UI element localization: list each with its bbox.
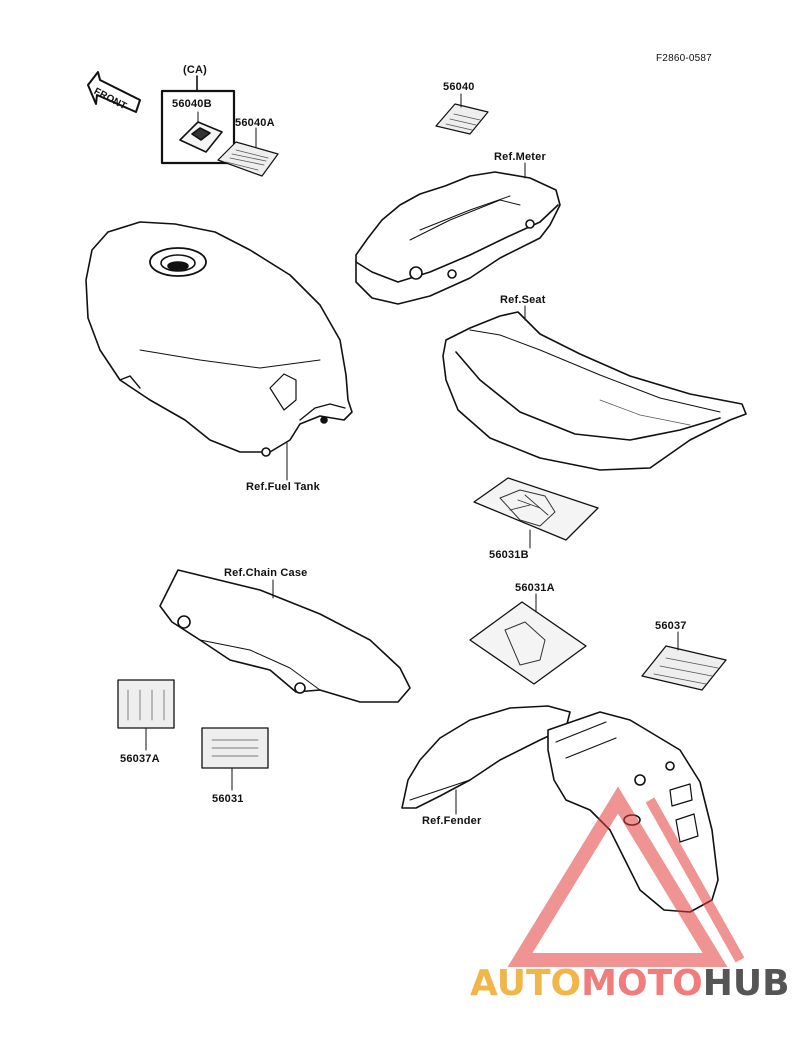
label-56037: 56037: [655, 620, 687, 632]
label-ref-chain-case: Ref.Chain Case: [224, 567, 308, 579]
sticker-56040b: [179, 121, 223, 153]
sticker-56037: [641, 645, 727, 691]
label-56040a: 56040A: [235, 117, 275, 129]
label-56031b: 56031B: [489, 549, 529, 561]
label-56031a: 56031A: [515, 582, 555, 594]
sticker-56037a: [117, 679, 175, 729]
region-label: (CA): [183, 64, 208, 76]
label-ref-seat: Ref.Seat: [500, 294, 546, 306]
meter-part: [355, 171, 561, 305]
chain-case-part: [159, 569, 411, 703]
label-ref-fuel-tank: Ref.Fuel Tank: [246, 481, 320, 493]
label-ref-meter: Ref.Meter: [494, 151, 546, 163]
front-arrow-icon: [87, 71, 141, 113]
figure-code: F2860-0587: [656, 53, 712, 64]
sticker-56031b: [473, 477, 599, 541]
ca-bracket-box: [160, 89, 236, 165]
watermark-part1: AUTO: [470, 963, 582, 1004]
sticker-56031a: [469, 601, 587, 685]
label-56040b: 56040B: [172, 98, 212, 110]
watermark-part3: HUB: [702, 963, 790, 1004]
watermark-triangle-icon: [507, 786, 745, 967]
label-56037a: 56037A: [120, 753, 160, 765]
fuel-tank-part: [85, 221, 353, 457]
label-56040: 56040: [443, 81, 475, 93]
sticker-56031: [201, 727, 269, 769]
seat-part: [442, 311, 747, 471]
watermark-part2: MOTO: [581, 963, 703, 1004]
sticker-56040: [435, 103, 489, 135]
label-56031: 56031: [212, 793, 244, 805]
label-ref-fender: Ref.Fender: [422, 815, 482, 827]
sticker-56040a: [217, 141, 279, 177]
watermark-logo: AUTOMOTOHUB: [470, 963, 790, 1004]
